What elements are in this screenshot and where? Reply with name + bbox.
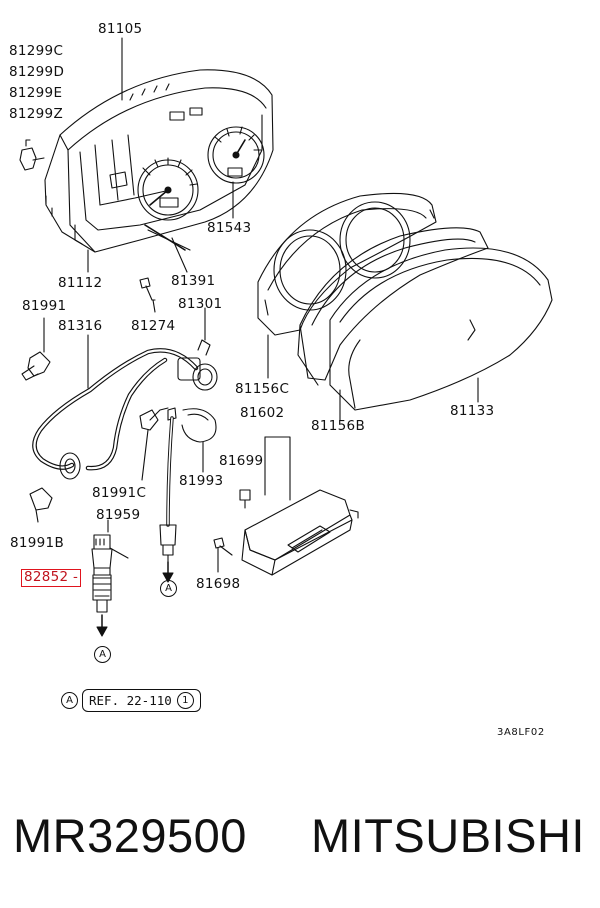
speedometer-cable-81316	[32, 307, 218, 480]
part-label-81105: 81105	[98, 21, 143, 37]
brand-title: MITSUBISHI	[311, 809, 585, 862]
part-label-81959: 81959	[96, 507, 141, 523]
marker-a-sensor: A	[94, 646, 111, 663]
part-label-81543: 81543	[207, 220, 252, 236]
marker-a-reference: A	[61, 691, 78, 709]
part-label-81698: 81698	[196, 576, 241, 592]
part-number-title: MR329500	[13, 809, 247, 862]
clip-81991	[21, 317, 51, 381]
reference-text: REF. 22-110	[89, 692, 172, 708]
part-label-81991: 81991	[22, 298, 67, 314]
cable-81993	[159, 407, 217, 563]
part-label-81993: 81993	[179, 473, 224, 489]
marker-a-cable: A	[160, 580, 177, 597]
part-label-81316: 81316	[58, 318, 103, 334]
part-label-81602: 81602	[240, 405, 285, 421]
screw-81698	[213, 537, 233, 573]
clip-81991c	[139, 407, 169, 481]
part-label-81274: 81274	[131, 318, 176, 334]
clip-81991b	[29, 487, 53, 523]
bulb-socket-81299	[19, 139, 45, 171]
part-label-81299d: 81299D	[9, 64, 65, 80]
reference-number: 1	[176, 691, 194, 709]
speed-sensor-82852	[91, 519, 129, 613]
diagram-code: 3A8LF02	[497, 727, 545, 738]
part-label-81299e: 81299E	[9, 85, 63, 101]
reference-note: A REF. 22-110 1	[61, 688, 201, 712]
part-label-81699: 81699	[219, 453, 264, 469]
reference-frame[interactable]: REF. 22-110 1	[82, 688, 201, 712]
part-label-81299c: 81299C	[9, 43, 64, 59]
meter-case-81105	[44, 69, 274, 253]
screw-81274	[139, 277, 156, 313]
footer: MR329500 MITSUBISHI	[0, 812, 600, 872]
part-label-81991b: 81991B	[10, 535, 65, 551]
control-unit-81602	[239, 436, 359, 576]
part-label-81112: 81112	[58, 275, 103, 291]
part-label-81391: 81391	[171, 273, 216, 289]
meter-hood-81156c	[257, 192, 437, 379]
part-label-81156c: 81156C	[235, 381, 290, 397]
meter-glass-81156b	[297, 227, 489, 421]
part-label-81133: 81133	[450, 403, 495, 419]
part-label-81301: 81301	[178, 296, 223, 312]
part-label-81299z: 81299Z	[9, 106, 63, 122]
part-label-81991c: 81991C	[92, 485, 147, 501]
part-label-81156b: 81156B	[311, 418, 366, 434]
part-label-82852-highlighted[interactable]: 82852 -	[21, 569, 82, 587]
meter-cover-81133	[329, 247, 553, 411]
